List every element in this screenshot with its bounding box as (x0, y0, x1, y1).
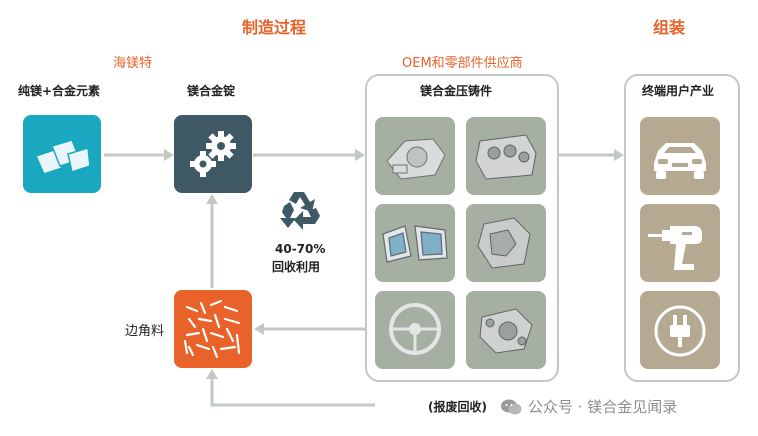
process-header: 制造过程 (242, 18, 307, 37)
recycle-icon (280, 192, 320, 230)
gearbox-housing-icon (386, 138, 446, 180)
watermark: 公众号 · 镁合金见闻录 (500, 396, 677, 417)
end-use-tile-plug (640, 291, 720, 369)
raw-materials-tile (23, 115, 101, 193)
part-tile-3 (375, 204, 455, 282)
oem-subheader: OEM和零部件供应商 (402, 56, 523, 71)
arrow-scrap-return-loop (210, 378, 375, 407)
wechat-icon (501, 399, 522, 414)
bracket-casting-icon (479, 308, 533, 354)
door-frame-icon (382, 225, 448, 263)
part-tile-2 (466, 117, 546, 195)
steering-wheel-icon (389, 303, 441, 355)
part-tile-5 (375, 291, 455, 369)
metal-ingots-icon (34, 139, 91, 175)
scrap-return-label: (报废回收) (428, 400, 487, 414)
watermark-text: 公众号 · 镁合金见闻录 (528, 398, 678, 416)
power-plug-icon (654, 305, 706, 357)
recycle-percent: 40-70% (275, 242, 326, 256)
part-tile-1 (375, 117, 455, 195)
scrap-tile (174, 290, 252, 368)
assembly-header: 组装 (653, 18, 686, 37)
scrap-label: 边角料 (125, 324, 165, 339)
engine-block-icon (475, 134, 537, 180)
engine-casting-icon (477, 217, 531, 269)
recycle-label: 回收利用 (272, 260, 321, 274)
end-use-tile-drill (640, 204, 720, 282)
hai-mei-te-subheader: 海镁特 (113, 56, 153, 71)
scrap-chips-icon (183, 299, 241, 359)
end-use-tile-car (640, 117, 720, 195)
ingot-tile (174, 115, 252, 193)
die-casting-label: 镁合金压铸件 (420, 84, 493, 98)
power-drill-icon (648, 226, 702, 270)
end-use-label: 终端用户产业 (642, 84, 715, 98)
ingot-label: 镁合金锭 (187, 84, 236, 98)
car-icon (654, 143, 706, 179)
gears-icon (190, 131, 236, 177)
part-tile-6 (466, 291, 546, 369)
raw-materials-label: 纯镁+合金元素 (18, 84, 101, 98)
part-tile-4 (466, 204, 546, 282)
